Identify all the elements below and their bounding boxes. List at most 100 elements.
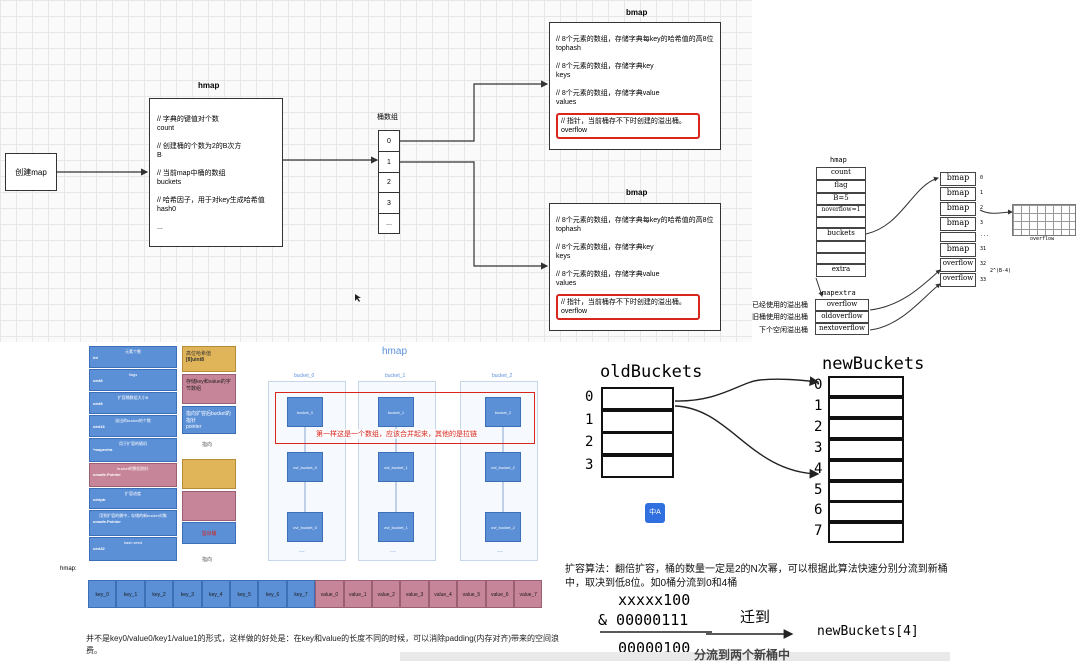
bmap-line: tophash — [556, 226, 581, 233]
hmap-line: hash0 — [157, 206, 177, 213]
translate-icon[interactable]: 中A — [645, 503, 665, 523]
grow-arrows — [600, 376, 820, 639]
mapextra-label: 下个空闲溢出桶 — [759, 327, 808, 334]
bmap-line: keys — [556, 72, 571, 79]
sketch-index: 3 — [980, 220, 984, 226]
bucket-cell: ... — [386, 220, 392, 227]
target-bucket: newBuckets[4] — [817, 624, 919, 639]
hmap-line: ... — [157, 224, 163, 231]
key-cell: key_3 — [173, 580, 202, 608]
ovf-bucket-node: ovf_bucket_2 — [485, 512, 521, 542]
struct-field-type: unsafe.Pointer — [93, 472, 121, 477]
right-field-type: [8]uint8 — [186, 357, 205, 363]
struct-field-type: *mapextra — [93, 447, 113, 452]
bmap-line: // 8个元素的数组，存储字典key — [556, 244, 654, 251]
sketch-hmap-field: noverflow=1 — [816, 205, 866, 217]
hmap-line: B — [157, 152, 162, 159]
sketch-bmap — [940, 232, 976, 242]
new-bucket-index: 5 — [814, 481, 823, 498]
sketch-bmap: bmap — [940, 243, 976, 257]
key-cell: key_4 — [201, 580, 230, 608]
bmap-title-bottom: bmap — [626, 188, 648, 197]
sketch-hmap-field — [816, 217, 866, 228]
grow-description-text: 扩容算法：翻倍扩容，桶的数量一定是2的N次幂，可以根据此算法快速分别分流到新桶中… — [565, 564, 948, 589]
video-subtitle: 分流到两个新桶中 — [694, 648, 791, 661]
bmap-line: values — [556, 99, 577, 106]
overflow-bucket-tophash — [182, 459, 236, 489]
old-bucket-cell — [601, 387, 674, 410]
sketch-bmap: bmap — [940, 202, 976, 216]
hmap-line: count — [157, 125, 175, 132]
struct-field-label: bucket的数组指针 — [117, 466, 149, 471]
bmap-line: // 8个元素的数组，存储字典每key的哈希值的高8位 — [556, 217, 714, 224]
hmap-line: // 哈希因子，用于对key生成哈希值 — [157, 197, 265, 204]
chain-ellipsis: ... — [390, 547, 396, 554]
sketch-hmap-field — [816, 241, 866, 253]
value-cell: value_1 — [343, 580, 372, 608]
move-label: 迁到 — [740, 609, 771, 626]
mapextra-field: nextoverflow — [815, 323, 869, 335]
right-field-kv: 存储key和value的字节数组 — [182, 374, 236, 404]
bmap-line: keys — [556, 253, 571, 260]
overflow-bucket-ptr: 溢出桶 — [182, 522, 236, 544]
new-bucket-index: 1 — [814, 397, 823, 414]
ovf-bucket-node: ovf_bucket_2 — [485, 452, 521, 482]
old-bucket-cell — [601, 432, 674, 455]
chain-ellipsis: ... — [497, 547, 503, 554]
struct-field-label: 扩容桶数组大小B — [117, 395, 149, 400]
key-cell: key_7 — [286, 580, 316, 608]
hmap-title: hmap — [198, 81, 220, 90]
struct-field-type: uint32 — [93, 546, 105, 551]
new-bucket-cell — [828, 396, 904, 418]
struct-field-type: unsafe.Pointer — [93, 519, 121, 524]
struct-field-type: int — [93, 355, 98, 360]
connector-arrows — [57, 80, 549, 302]
grow-description: 扩容算法：翻倍扩容，桶的数量一定是2的N次幂，可以根据此算法快速分别分流到新桶中… — [565, 563, 965, 591]
sketch-index: 31 — [980, 246, 987, 252]
value-cell: value_0 — [315, 580, 344, 608]
old-bucket-index: 2 — [585, 434, 594, 450]
hmap-line: // 当前map中桶的数组 — [157, 170, 226, 177]
sketch-bmap: bmap — [940, 217, 976, 231]
chain-links — [304, 427, 504, 512]
right-field-type: pointer — [186, 424, 202, 430]
kv-caption: 并不是key0/value0/key1/value1的形式，这样做的好处是：在k… — [86, 633, 574, 657]
bucket-node: bucket_0 — [287, 397, 323, 427]
hmap-line: buckets — [157, 179, 182, 186]
bucket-header: bucket_0 — [294, 373, 315, 379]
hmap-line: // 创建桶的个数为2的B次方 — [157, 143, 242, 150]
bmap-struct-box-top: // 8个元素的数组，存储字典每key的哈希值的高8位 tophash // 8… — [549, 22, 721, 150]
bmap-line: values — [556, 280, 577, 287]
bmap-line: // 8个元素的数组，存储字典key — [556, 63, 654, 70]
key-cell: key_1 — [116, 580, 145, 608]
array-highlight — [275, 392, 535, 444]
translate-icon-label: 中A — [649, 509, 661, 516]
sketch-bmap: bmap — [940, 187, 976, 201]
struct-field-label: 用到扩容的桶中，存储的新bucket对象 — [99, 513, 167, 518]
bucket-node: bucket_1 — [378, 397, 414, 427]
kv-caption-text: 并不是key0/value0/key1/value1的形式，这样做的好处是：在k… — [86, 634, 559, 655]
struct-field-label: 元素个数 — [125, 349, 141, 354]
value-cell: value_7 — [514, 580, 543, 608]
sketch-index: 1 — [980, 190, 984, 196]
sketch-index: 33 — [980, 277, 987, 283]
bucket-header: bucket_2 — [492, 373, 513, 379]
right-field-label: 指向扩容后bucket的指针 — [186, 411, 231, 424]
bmap-line: // 8个元素的数组，存储字典value — [556, 271, 660, 278]
struct-field-type: uint8 — [93, 401, 103, 406]
bmap-line: // 指针，当前桶存不下时创建的溢出桶。 — [561, 299, 686, 306]
new-bucket-index: 3 — [814, 439, 823, 456]
key-cell: key_0 — [88, 580, 117, 608]
sketch-hmap-field: buckets — [816, 228, 866, 241]
struct-field: 用于扩容的随机*mapextra — [89, 438, 177, 462]
mapextra-label: 旧桶使用的溢出桶 — [752, 314, 808, 321]
kv-row-label: hmap: — [60, 566, 77, 572]
bucket-cell: 2 — [379, 173, 399, 193]
struct-field: 扩容桶数组大小B uint8 — [89, 392, 177, 414]
sketch-overflow: overflow — [940, 273, 976, 287]
bucket-node: bucket_2 — [485, 397, 521, 427]
hmap-sketch-panel — [752, 16, 1080, 342]
